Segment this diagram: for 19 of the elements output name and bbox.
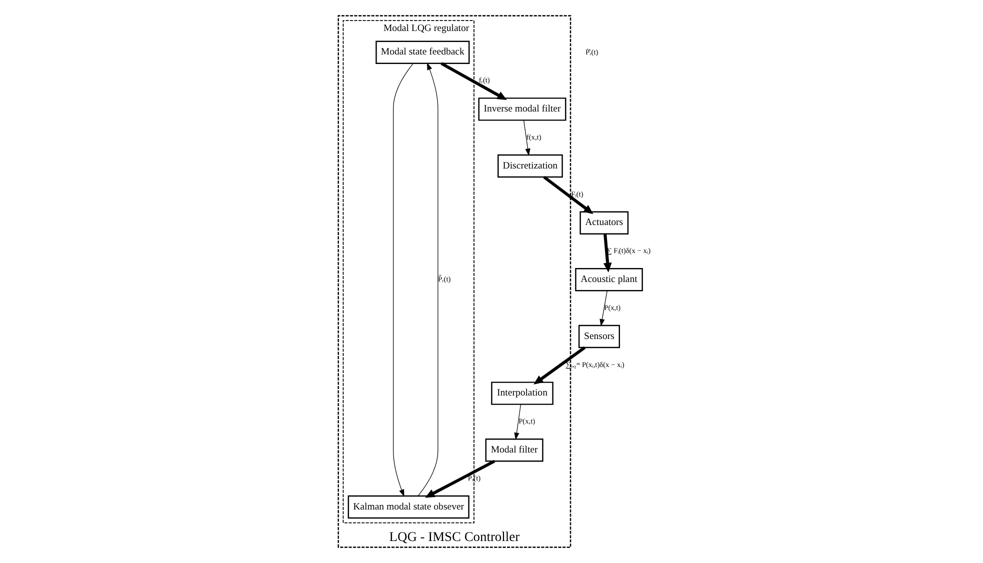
- node-box: Modal state feedback: [375, 40, 470, 64]
- arrow: [424, 460, 495, 498]
- arrow: [522, 120, 530, 156]
- arrow: [533, 346, 586, 385]
- arrow: [392, 63, 414, 497]
- node-box: Acoustic plant: [574, 268, 642, 292]
- arrow: [440, 62, 506, 100]
- node-box: Sensors: [578, 324, 620, 348]
- node-box: Discretization: [497, 154, 562, 178]
- arrow: [599, 290, 607, 326]
- arrow: [417, 62, 438, 496]
- arrow: [542, 176, 593, 214]
- node-box: Inverse modal filter: [478, 98, 566, 121]
- node-box: Actuators: [579, 211, 628, 234]
- node-box: Modal filter: [484, 438, 543, 462]
- arrow: [602, 234, 612, 272]
- node-box: Kalman modal state obsever: [347, 495, 469, 519]
- node-box: Interpolation: [490, 382, 553, 405]
- arrow: [514, 404, 521, 440]
